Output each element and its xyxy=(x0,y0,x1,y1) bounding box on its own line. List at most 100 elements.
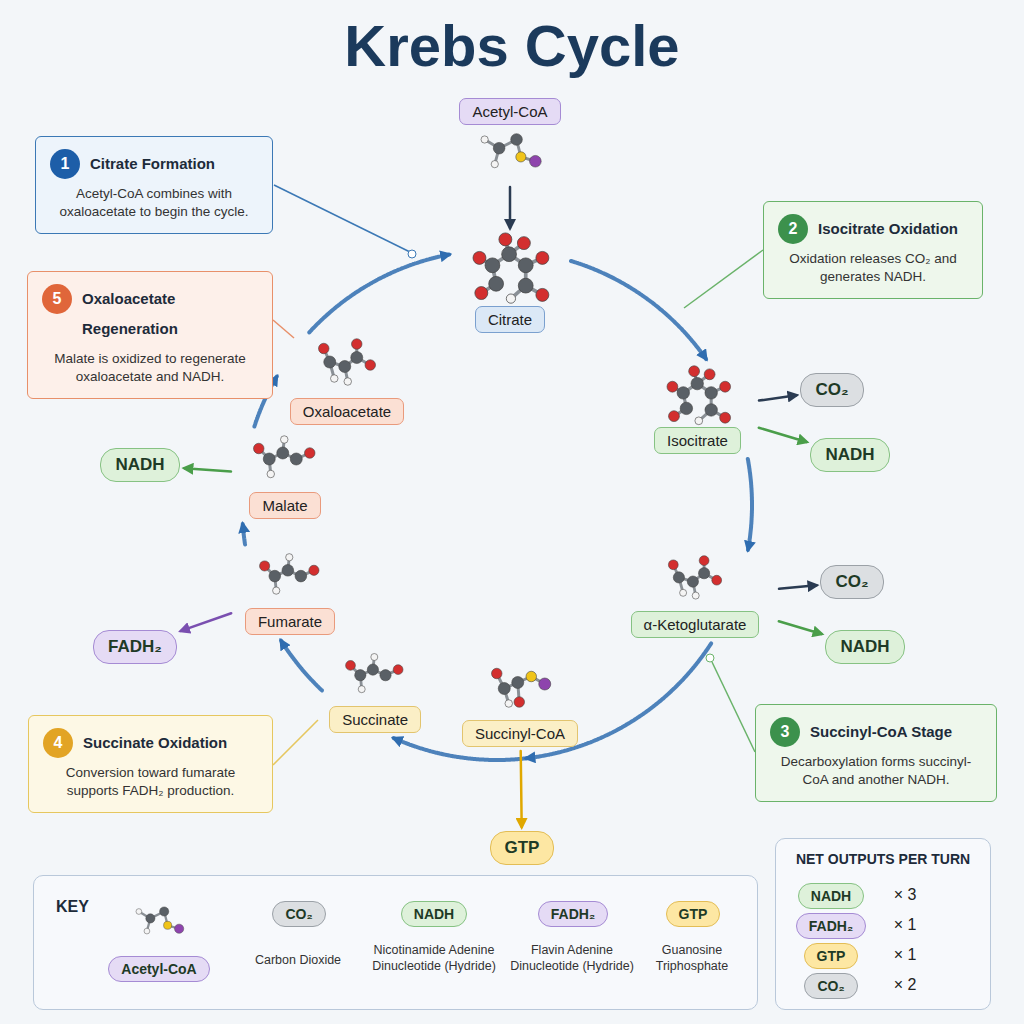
callout-number-text: 4 xyxy=(54,734,63,751)
callout-number-text: 3 xyxy=(781,723,790,740)
product-pill: Acetyl-CoA xyxy=(108,956,210,982)
metabolite-node: Malate xyxy=(235,432,335,519)
pill-label: NADH xyxy=(100,448,179,482)
atom xyxy=(331,375,339,383)
atom xyxy=(380,670,391,681)
product-pill: GTP xyxy=(666,901,721,927)
callout-number-text: 2 xyxy=(789,220,798,237)
callout-body: Conversion toward fumarate supports FADH… xyxy=(43,764,258,800)
atom xyxy=(260,561,270,571)
product-arrow xyxy=(184,468,231,471)
molecule-icon xyxy=(650,555,740,611)
atom xyxy=(536,251,549,264)
key-panel: NET OUTPUTS PER TURNNADHFADH₂GTPCO₂ xyxy=(775,838,991,1010)
metabolite-node: α-Ketoglutarate xyxy=(615,555,775,638)
atom xyxy=(263,453,275,465)
panel-heading: KEY xyxy=(56,898,89,916)
metabolite-label: Citrate xyxy=(475,306,545,333)
atom xyxy=(281,436,289,444)
atom xyxy=(489,276,504,291)
atom xyxy=(393,665,403,675)
metabolite-label: Acetyl-CoA xyxy=(459,98,560,125)
callout-number: 5 xyxy=(42,284,72,314)
atom xyxy=(699,568,710,579)
atom xyxy=(319,343,330,354)
pill-label: CO₂ xyxy=(820,565,883,599)
product-pill: FADH₂ xyxy=(538,901,609,927)
pill-label: Acetyl-CoA xyxy=(108,956,209,982)
pill-label: GTP xyxy=(804,943,859,969)
output-count: × 1 xyxy=(880,915,930,936)
pill-label: NADH xyxy=(810,438,889,472)
atom xyxy=(358,686,365,693)
product-pill: GTP xyxy=(804,943,859,969)
product-pill: NADH xyxy=(810,438,890,472)
pill-label: CO₂ xyxy=(804,973,857,999)
product-pill: CO₂ xyxy=(804,973,858,999)
callout-heading: Succinate Oxidation xyxy=(83,728,258,758)
callout-body: Decarboxylation forms succinyl-CoA and a… xyxy=(770,753,982,789)
atom xyxy=(668,560,678,570)
atom xyxy=(517,237,530,250)
panel-heading: NET OUTPUTS PER TURN xyxy=(776,851,990,867)
atom xyxy=(367,664,378,675)
atom xyxy=(539,678,551,690)
metabolite-label: Isocitrate xyxy=(654,427,741,454)
molecule-icon xyxy=(475,660,565,720)
product-pill: FADH₂ xyxy=(93,630,177,664)
atom xyxy=(290,453,302,465)
product-arrow xyxy=(181,613,231,631)
atom xyxy=(269,570,281,582)
molecule-icon xyxy=(653,365,743,427)
atom xyxy=(146,914,155,923)
atom xyxy=(687,576,698,587)
atom xyxy=(699,556,709,566)
cycle-arrow xyxy=(748,459,752,550)
pill-label: GTP xyxy=(666,901,721,927)
metabolite-label: Malate xyxy=(249,492,320,519)
metabolite-label: Oxaloacetate xyxy=(290,398,404,425)
atom xyxy=(491,161,498,168)
atom xyxy=(277,447,289,459)
output-count: × 1 xyxy=(880,945,930,966)
atom xyxy=(704,387,716,399)
atom xyxy=(344,378,352,386)
atom xyxy=(688,366,699,377)
molecule-icon xyxy=(465,125,555,183)
metabolite-node: Oxaloacetate xyxy=(282,338,412,425)
key-description: Flavin Adenine Dinucleotide (Hydride) xyxy=(507,942,637,975)
atom xyxy=(536,288,549,301)
atom xyxy=(475,287,488,300)
atom xyxy=(499,233,512,246)
atom xyxy=(692,592,699,599)
product-pill: CO₂ xyxy=(820,565,884,599)
callout-body: Acetyl-CoA combines with oxaloacetate to… xyxy=(50,185,258,221)
molecule-icon xyxy=(330,650,420,706)
pill-label: NADH xyxy=(798,883,864,909)
callout-heading: Citrate Formation xyxy=(90,149,258,179)
atom xyxy=(516,152,526,162)
product-arrow xyxy=(759,428,807,442)
pill-label: GTP xyxy=(490,831,555,865)
atom xyxy=(473,251,486,264)
atom xyxy=(668,411,679,422)
atom xyxy=(365,360,376,371)
cycle-arrow xyxy=(309,255,449,333)
leader-line xyxy=(684,250,763,308)
atom xyxy=(677,387,689,399)
callout-heading: Isocitrate Oxidation xyxy=(818,214,968,244)
atom xyxy=(160,907,169,916)
metabolite-label: Fumarate xyxy=(245,608,335,635)
atom xyxy=(286,554,293,561)
atom xyxy=(144,928,150,934)
key-description: Guanosine Triphosphate xyxy=(637,942,747,975)
atom xyxy=(492,668,503,679)
atom xyxy=(324,356,336,368)
atom xyxy=(164,921,172,929)
molecule-icon xyxy=(465,232,555,306)
leader-line xyxy=(274,185,410,252)
atom xyxy=(351,352,363,364)
product-pill: NADH xyxy=(100,448,180,482)
callout-number: 1 xyxy=(50,149,80,179)
atom xyxy=(704,404,716,416)
